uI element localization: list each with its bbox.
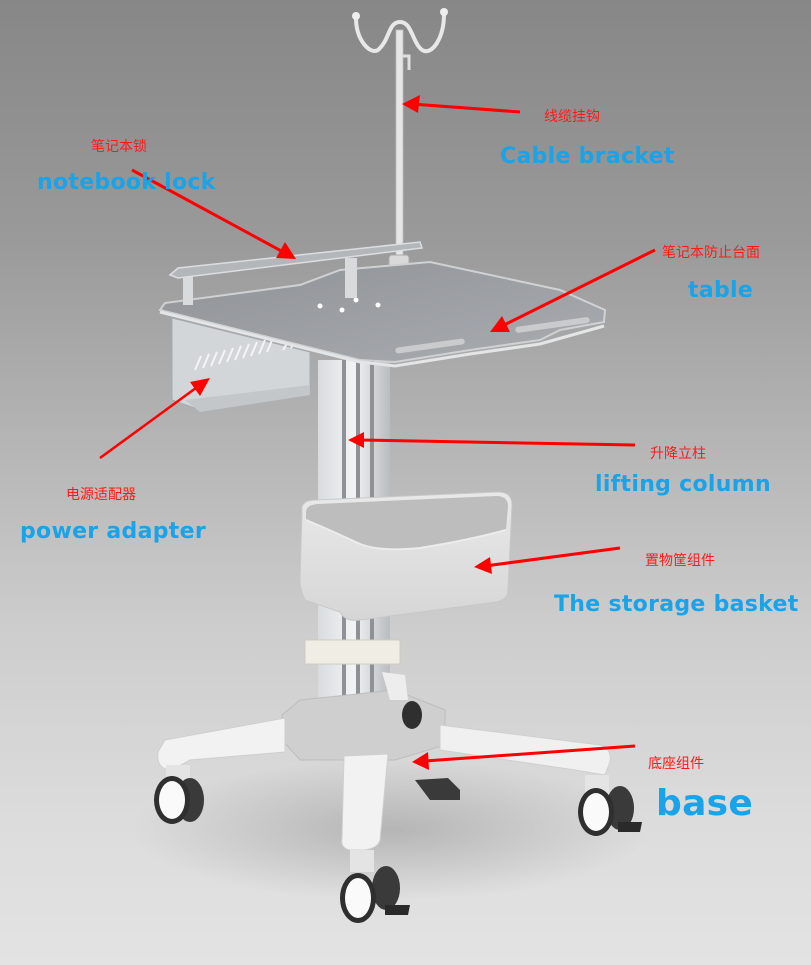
label-storage-basket-cn: 置物筐组件	[645, 553, 715, 569]
floor-shadow	[130, 760, 650, 900]
notebook-lock-bar	[168, 241, 424, 305]
arrow-table	[490, 248, 656, 332]
label-table-en: table	[688, 278, 754, 303]
caster-wheel-right	[578, 775, 642, 836]
laptop-tabletop	[158, 260, 607, 368]
label-table-cn: 笔记本防止台面	[662, 245, 760, 261]
caster-wheels	[154, 701, 642, 923]
label-lifting-column-cn: 升降立柱	[650, 446, 706, 462]
power-adapter-bracket	[171, 317, 311, 412]
caster-wheel-front	[340, 850, 410, 923]
label-power-adapter-en: power adapter	[20, 519, 206, 544]
label-notebook-lock-cn: 笔记本锁	[91, 139, 147, 155]
label-cable-bracket-cn: 线缆挂钩	[544, 109, 600, 125]
label-base-en: base	[656, 783, 754, 824]
arrow-base	[412, 744, 636, 770]
label-notebook-lock-en: notebook lock	[37, 170, 216, 195]
arrow-storage-basket	[474, 546, 621, 574]
arrow-cable-bracket	[402, 95, 521, 114]
caster-wheel-back	[402, 701, 422, 729]
label-lifting-column-en: lifting column	[595, 472, 771, 497]
callout-arrows	[99, 95, 656, 770]
arrow-notebook-lock	[131, 168, 296, 259]
arrow-lifting-column	[348, 432, 636, 448]
caster-wheel-left	[154, 765, 204, 824]
arrow-power-adapter	[99, 378, 210, 460]
label-base-cn: 底座组件	[648, 756, 704, 772]
label-power-adapter-cn: 电源适配器	[66, 487, 136, 503]
storage-basket	[299, 491, 513, 621]
cable-bracket-pole	[352, 8, 448, 270]
label-cable-bracket-en: Cable bracket	[500, 144, 675, 169]
label-storage-basket-en: The storage basket	[554, 592, 799, 617]
